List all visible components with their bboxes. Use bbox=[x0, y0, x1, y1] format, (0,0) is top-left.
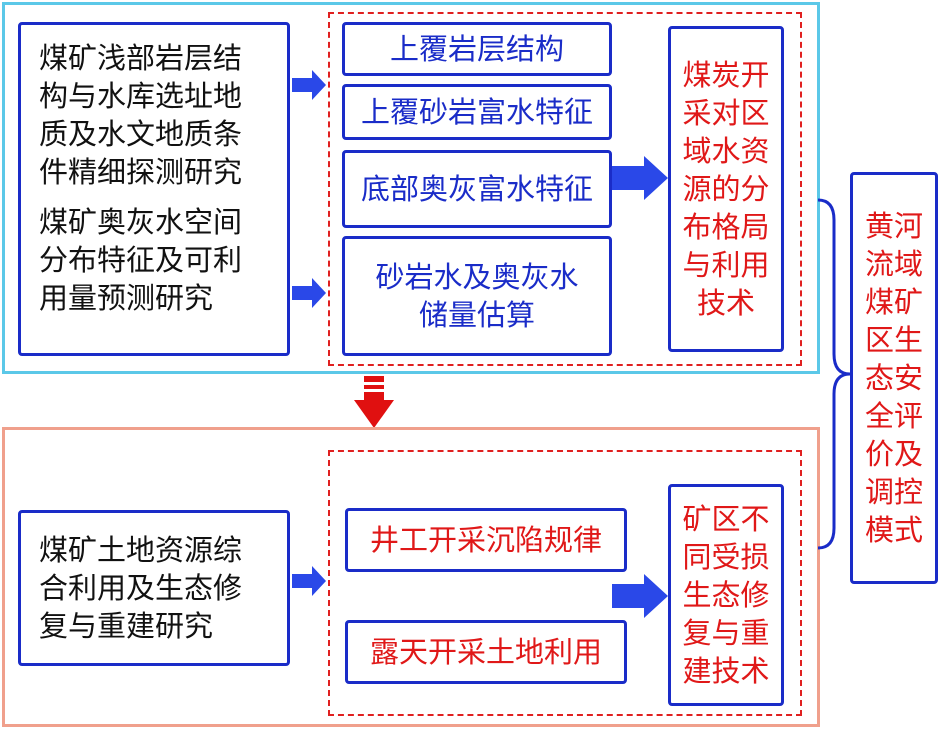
bottom-dashed-group bbox=[328, 450, 802, 716]
shallow-strata-research-text: 煤矿浅部岩层结 构与水库选址地 质及水文地质条 件精细探测研究 bbox=[39, 41, 243, 189]
water-reserve-estimate-box: 砂岩水及奥灰水 储量估算 bbox=[342, 236, 612, 356]
top-left-research-box: 煤矿浅部岩层结 构与水库选址地 质及水文地质条 件精细探测研究 煤矿奥灰水空间 … bbox=[18, 22, 290, 356]
top-panel bbox=[2, 2, 820, 374]
overlying-strata-structure-label: 上覆岩层结构 bbox=[389, 32, 564, 66]
ecological-restoration-technology-label: 矿区不 同受损 生态修 复与重 建技术 bbox=[682, 502, 770, 688]
open-pit-land-use-label: 露天开采土地利用 bbox=[369, 635, 602, 669]
overlying-sandstone-water-label: 上覆砂岩富水特征 bbox=[360, 95, 593, 129]
bottom-left-research-box: 煤矿土地资源综 合利用及生态修 复与重建研究 bbox=[18, 510, 290, 666]
top-arrow-2-icon bbox=[292, 278, 326, 308]
top-dashed-group bbox=[328, 12, 802, 366]
summary-box: 黄河 流域 煤矿 区生 态安 全评 价及 调控 模式 bbox=[850, 172, 938, 584]
down-arrow-icon bbox=[354, 376, 394, 428]
bottom-arrow-1-icon bbox=[292, 566, 326, 596]
land-resource-research-text: 煤矿土地资源综 合利用及生态修 复与重建研究 bbox=[39, 533, 243, 643]
bottom-result-box: 矿区不 同受损 生态修 复与重 建技术 bbox=[668, 484, 784, 706]
ordovician-water-research-text: 煤矿奥灰水空间 分布特征及可利 用量预测研究 bbox=[39, 205, 243, 315]
top-arrow-result-icon bbox=[612, 156, 668, 200]
summary-label: 黄河 流域 煤矿 区生 态安 全评 价及 调控 模式 bbox=[864, 209, 923, 547]
top-arrow-1-icon bbox=[292, 70, 326, 100]
bottom-ordovician-water-box: 底部奥灰富水特征 bbox=[342, 150, 612, 228]
overlying-sandstone-water-box: 上覆砂岩富水特征 bbox=[342, 84, 612, 140]
water-reserve-estimate-label: 砂岩水及奥灰水 储量估算 bbox=[375, 260, 579, 332]
bottom-arrow-result-icon bbox=[612, 574, 668, 618]
underground-subsidence-box: 井工开采沉陷规律 bbox=[345, 508, 627, 572]
overlying-strata-structure-box: 上覆岩层结构 bbox=[342, 22, 612, 76]
water-resource-technology-label: 煤炭开 采对区 域水资 源的分 布格局 与利用 技术 bbox=[682, 58, 770, 320]
bottom-panel bbox=[2, 427, 820, 727]
open-pit-land-use-box: 露天开采土地利用 bbox=[345, 620, 627, 684]
top-result-box: 煤炭开 采对区 域水资 源的分 布格局 与利用 技术 bbox=[668, 26, 784, 352]
bottom-ordovician-water-label: 底部奥灰富水特征 bbox=[360, 172, 593, 206]
underground-subsidence-label: 井工开采沉陷规律 bbox=[369, 523, 602, 557]
